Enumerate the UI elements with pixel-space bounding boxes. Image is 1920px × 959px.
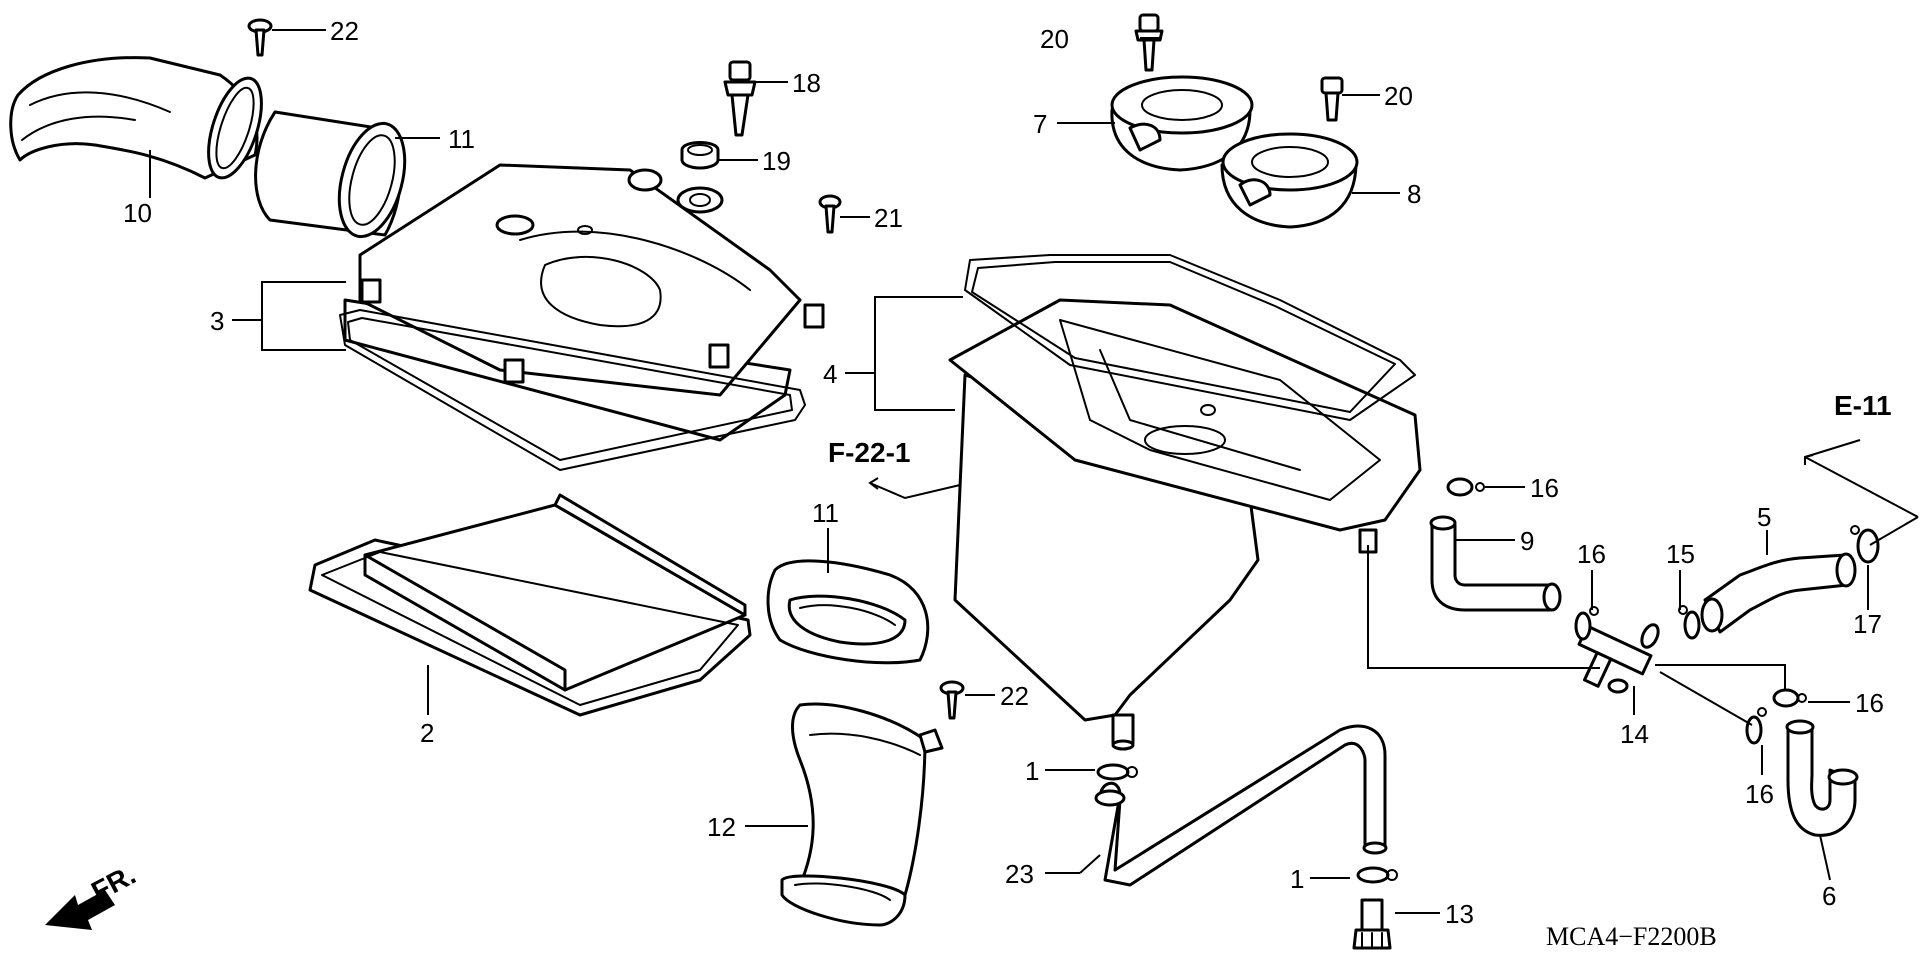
front-direction-arrow (45, 890, 115, 930)
callout-11-mid: 11 (812, 498, 839, 528)
hose-part-9 (1429, 515, 1562, 612)
callout-7: 7 (1033, 109, 1047, 139)
callout-22-lower: 22 (1000, 681, 1029, 711)
callout-12: 12 (707, 812, 736, 842)
callout-16-a: 16 (1530, 473, 1559, 503)
clip-part-17 (1850, 525, 1880, 564)
clip-part-1-upper (1096, 763, 1138, 781)
callout-19: 19 (762, 146, 791, 176)
clip-part-16-b (1574, 606, 1599, 641)
funnel-part-8 (1220, 132, 1359, 229)
reference-e11[interactable]: E-11 (1834, 390, 1892, 421)
callout-13: 13 (1445, 899, 1474, 929)
screw-part-21 (818, 194, 842, 234)
leader-lines (149, 29, 1869, 914)
callout-10: 10 (123, 198, 152, 228)
callout-16-d: 16 (1745, 779, 1774, 809)
callout-4: 4 (823, 359, 837, 389)
callout-5: 5 (1757, 502, 1771, 532)
callout-9: 9 (1520, 526, 1534, 556)
screw-part-20-left (1134, 13, 1164, 72)
hose-part-6 (1785, 719, 1859, 837)
callout-23: 23 (1005, 859, 1034, 889)
callout-16-b: 16 (1577, 539, 1606, 569)
e11-reference-arrow (1804, 439, 1919, 546)
callout-1-lower: 1 (1290, 864, 1304, 894)
callout-17: 17 (1853, 609, 1882, 639)
clip-part-1-lower (1356, 866, 1398, 884)
screw-part-22-lower (939, 680, 965, 720)
callout-20-left: 20 (1040, 24, 1069, 54)
callout-21: 21 (874, 203, 903, 233)
funnel-part-7 (1110, 75, 1254, 172)
air-cleaner-cover-part-3 (339, 163, 825, 471)
callout-6: 6 (1822, 881, 1836, 911)
callout-8: 8 (1407, 179, 1421, 209)
screw-part-18 (723, 60, 757, 137)
callout-3: 3 (210, 306, 224, 336)
callout-16-c: 16 (1855, 688, 1884, 718)
screw-part-22-top (247, 18, 273, 57)
callout-labels: 22 18 19 21 11 10 3 4 2 11 22 12 20 7 20… (123, 16, 1884, 929)
screw-part-20-right (1320, 76, 1344, 122)
air-cleaner-case-part-4 (948, 254, 1422, 751)
callout-11-top: 11 (448, 124, 475, 154)
reference-f22-1[interactable]: F-22-1 (828, 437, 910, 468)
callout-18: 18 (792, 68, 821, 98)
callout-15: 15 (1666, 539, 1695, 569)
callout-2: 2 (420, 718, 434, 748)
intake-duct-part-10 (9, 56, 263, 180)
intake-duct-part-12 (780, 702, 944, 927)
duct-seal-part-11-top (254, 110, 407, 239)
clip-part-16-c (1772, 688, 1807, 708)
hose-part-5 (1700, 552, 1857, 634)
clip-part-16-d (1745, 707, 1767, 745)
drain-tube-part-23 (1094, 724, 1388, 887)
f22-reference-arrow (868, 477, 961, 500)
drain-plug-part-13 (1352, 898, 1392, 950)
air-filter-part-2 (308, 493, 752, 717)
duct-seal-part-11-mid (766, 559, 930, 665)
grommet-part-19 (680, 141, 720, 170)
callout-22-top: 22 (330, 16, 359, 46)
callout-1-upper: 1 (1025, 756, 1039, 786)
callout-14: 14 (1620, 719, 1649, 749)
clip-part-16-a (1446, 477, 1485, 497)
callout-20-right: 20 (1384, 81, 1413, 111)
t-joint-part-14 (1577, 623, 1660, 694)
diagram-code: MCA4−F2200B (1546, 922, 1717, 951)
clip-part-15 (1678, 605, 1701, 640)
